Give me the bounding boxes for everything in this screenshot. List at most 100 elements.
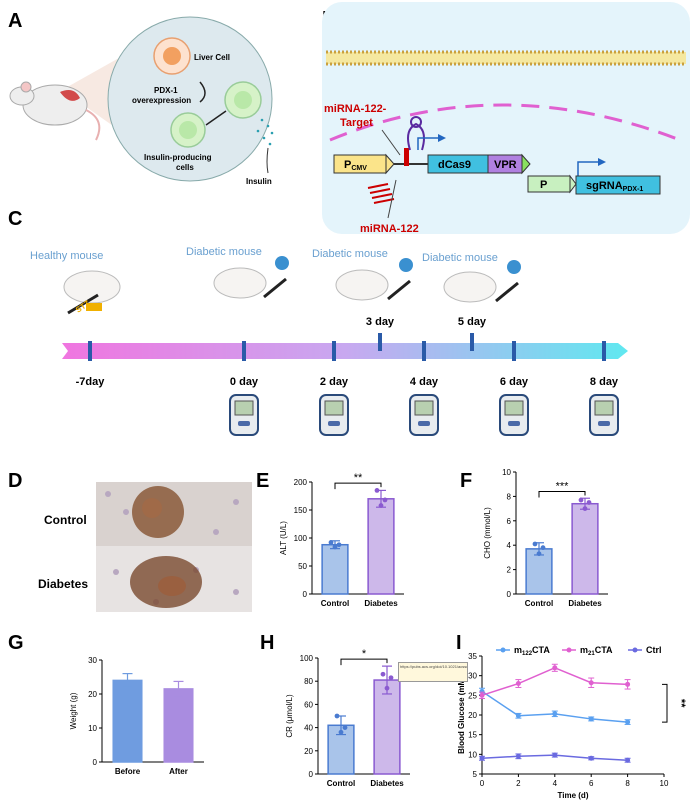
day-label-top: 5 day: [458, 316, 487, 328]
liver-cell-label: Liver Cell: [194, 53, 230, 62]
x-tick-label: After: [169, 767, 188, 776]
panel-label-i: I: [456, 632, 462, 654]
p-box: [527, 175, 571, 193]
y-tick-label: 20: [304, 747, 313, 756]
data-point: [536, 551, 542, 557]
panel-a-illustration: Liver Cell PDX-1 overexpression Insulin-…: [9, 16, 274, 186]
mouse-icons: [63, 267, 497, 304]
y-tick-label: 200: [294, 478, 308, 487]
data-point: [540, 545, 546, 551]
y-tick-label: 100: [294, 534, 308, 543]
data-point: [588, 680, 594, 686]
panel-label-c: C: [8, 208, 23, 230]
data-point: [586, 500, 592, 505]
y-tick-label: 60: [304, 700, 313, 709]
micrograph-image: [96, 482, 252, 612]
data-point: [380, 671, 386, 677]
y-tick-label: 15: [468, 731, 477, 740]
x-tick-label: Control: [327, 779, 355, 788]
glucometer-icons: [229, 394, 619, 436]
p-label: P: [540, 179, 547, 191]
data-point: [479, 755, 485, 761]
x-tick-label: 0: [480, 779, 485, 788]
y-tick-label: 0: [93, 758, 98, 767]
day-marker-top: [378, 333, 382, 351]
panel-label-h: H: [260, 632, 275, 654]
y-tick-label: 35: [468, 652, 477, 661]
arrow-icon-2: [205, 110, 227, 126]
data-point: [532, 541, 538, 547]
hairpin-icon: [407, 122, 425, 151]
micrograph-diabetes-label: Diabetes: [38, 577, 89, 591]
glucometer-icon: [319, 394, 349, 436]
day-label-top: 3 day: [366, 316, 395, 328]
x-tick-label: 8: [625, 779, 630, 788]
y-tick-label: 150: [294, 506, 308, 515]
y-tick-label: 25: [468, 691, 477, 700]
glucometer-icon: [589, 394, 619, 436]
legend-label: Ctrl: [646, 645, 662, 655]
y-axis-label: CHO (mmol/L): [483, 507, 492, 559]
bar: [163, 688, 194, 763]
y-tick-label: 10: [88, 724, 97, 733]
day-marker: [242, 341, 246, 361]
data-point: [338, 729, 344, 735]
y-tick-label: 20: [88, 690, 97, 699]
day-label: 6 day: [500, 376, 529, 388]
data-point: [582, 506, 588, 511]
x-tick-label: Control: [525, 599, 553, 608]
pcmv-label: PCMV: [344, 159, 367, 172]
day-marker: [422, 341, 426, 361]
panel-label-f: F: [460, 470, 473, 492]
data-point: [515, 713, 521, 719]
healthy-label: Healthy mouse: [30, 250, 103, 262]
glucometer-icon: [409, 394, 439, 436]
ip-cell-nucleus-icon: [179, 121, 197, 139]
data-point: [342, 725, 348, 730]
y-tick-label: 30: [468, 672, 477, 681]
bar: [571, 502, 599, 595]
sgrna-box: [575, 175, 661, 195]
day-marker: [602, 341, 606, 361]
url-tooltip: https://pubs.acs.org/doi/10.1021/acssens…: [398, 662, 468, 682]
significance-bracket: [662, 683, 668, 723]
panel-label-e: E: [256, 470, 270, 492]
significance-bracket: [334, 482, 382, 490]
timeline-bar: [62, 343, 628, 359]
panel-label-a: A: [8, 10, 23, 32]
mirna-label: miRNA-122: [360, 223, 419, 235]
ip-label-2: cells: [176, 163, 194, 172]
panel-c-timeline: Healthy mouse Diabetic mouse Diabetic mo…: [30, 246, 628, 436]
y-tick-label: 0: [507, 590, 512, 599]
y-tick-label: 6: [507, 517, 512, 526]
glucometer-icon: [229, 394, 259, 436]
pcmv-arrow-icon: [385, 153, 395, 175]
y-tick-label: 2: [507, 566, 512, 575]
bar: [367, 498, 395, 595]
day-label: 4 day: [410, 376, 439, 388]
x-tick-label: Diabetes: [568, 599, 602, 608]
y-tick-label: 30: [88, 656, 97, 665]
y-tick-label: 10: [502, 468, 511, 477]
x-tick-label: 10: [660, 779, 669, 788]
data-point: [625, 719, 631, 725]
data-point: [332, 544, 338, 550]
arrow-icon: [199, 81, 206, 103]
y-axis-label: Weight (g): [69, 692, 78, 729]
legend-marker: [632, 647, 638, 653]
day-marker-top: [470, 333, 474, 351]
y-tick-label: 20: [468, 711, 477, 720]
significance-bracket: [340, 658, 388, 666]
significance-label: *: [362, 648, 367, 660]
day-label: 2 day: [320, 376, 349, 388]
data-point: [388, 675, 394, 681]
promoter-arrow-icon: [417, 137, 438, 150]
insulin-dots-icon: [256, 118, 274, 146]
sgrna-label: sgRNAPDX-1: [586, 180, 643, 193]
data-point: [328, 540, 334, 545]
x-tick-label: 4: [553, 779, 558, 788]
data-point: [515, 681, 521, 687]
data-point: [552, 665, 558, 671]
pdx-label-2: overexpression: [132, 96, 191, 105]
